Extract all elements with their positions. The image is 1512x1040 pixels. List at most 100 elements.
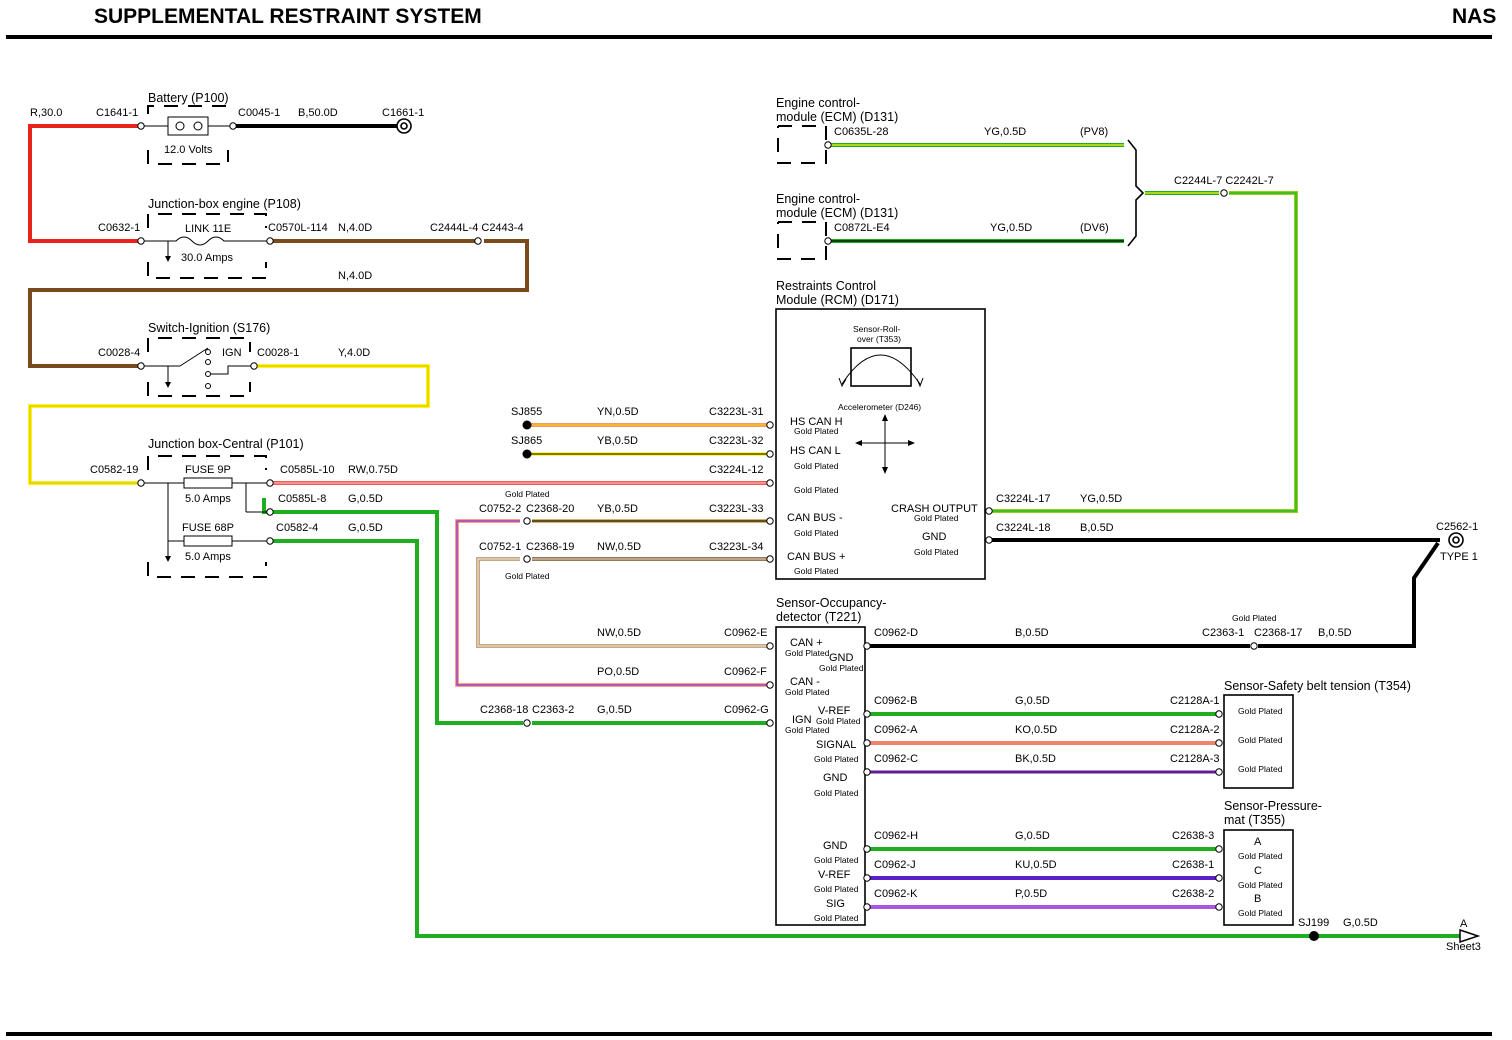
gold-plated-21: Gold Plated xyxy=(1238,706,1283,716)
pin-c3223l-34: C3223L-34 xyxy=(709,541,763,553)
splice-sj855-icon xyxy=(522,420,532,430)
gold-plated-3: Gold Plated xyxy=(794,485,839,495)
pin-c1641-1: C1641-1 xyxy=(96,107,138,119)
wire-label-yg-pv8: YG,0.5D xyxy=(984,126,1026,138)
terminal-20 xyxy=(766,555,774,563)
wire-label-g-g: G,0.5D xyxy=(597,704,632,716)
rcm-title-2: Module (RCM) (D171) xyxy=(776,293,899,307)
gold-plated-10: Gold Plated xyxy=(785,648,830,658)
terminal-14 xyxy=(1220,189,1228,197)
gold-plated-5: Gold Plated xyxy=(794,566,839,576)
wire-label-g-h: G,0.5D xyxy=(1015,830,1050,842)
pin-c3224l-17: C3224L-17 xyxy=(996,493,1050,505)
ecm1-frame xyxy=(777,125,827,164)
ignition-switch: Switch-Ignition (S176) IGN C0028-4 C0028… xyxy=(98,321,370,397)
pin-c0962-f: C0962-F xyxy=(724,666,767,678)
wire-green-sheet3 xyxy=(272,539,1460,938)
occ-signal: SIGNAL xyxy=(816,739,856,751)
terminal-5 xyxy=(250,362,258,370)
terminal-6 xyxy=(137,479,145,487)
terminal-35 xyxy=(1215,768,1223,776)
terminal-1 xyxy=(229,122,237,130)
gold-plated-22: Gold Plated xyxy=(1238,735,1283,745)
wire-label-nw-2: NW,0.5D xyxy=(597,627,641,639)
wire-label-g05-b: G,0.5D xyxy=(348,522,383,534)
pin-c0962-b: C0962-B xyxy=(874,695,917,707)
jb-engine-title: Junction-box engine (P108) xyxy=(148,197,301,211)
terminal-28 xyxy=(863,739,871,747)
tag-pv8: (PV8) xyxy=(1080,126,1108,138)
terminal-40 xyxy=(824,237,832,245)
terminal-7 xyxy=(266,479,274,487)
gold-plated-1: Gold Plated xyxy=(794,426,839,436)
jb-central-frame-top xyxy=(147,455,267,470)
terminal-33 xyxy=(1215,710,1223,718)
type-1-label: TYPE 1 xyxy=(1440,551,1478,563)
pin-c0962-a: C0962-A xyxy=(874,724,918,736)
pin-c0962-h: C0962-H xyxy=(874,830,918,842)
conn-c2368-17: C2368-17 xyxy=(1254,627,1302,639)
ground-eyelet-2-icon xyxy=(1448,532,1464,548)
wire-label-b-d2: B,0.5D xyxy=(1318,627,1352,639)
belt-title: Sensor-Safety belt tension (T354) xyxy=(1224,679,1411,693)
pin-c3223l-33: C3223L-33 xyxy=(709,503,763,515)
gold-plated-24: Gold Plated xyxy=(1238,851,1283,861)
page-title: SUPPLEMENTAL RESTRAINT SYSTEM xyxy=(94,5,482,28)
ecm-pv8: Engine control- module (ECM) (D131) C063… xyxy=(776,96,1108,164)
terminal-13 xyxy=(523,719,531,727)
gold-plated-18: Gold Plated xyxy=(814,884,859,894)
terminal-21 xyxy=(985,507,993,515)
wire-label-b-rcm: B,0.5D xyxy=(1080,522,1114,534)
gold-plated-11: Gold Plated xyxy=(819,663,864,673)
gold-plated-19: Gold Plated xyxy=(814,913,859,923)
terminal-4 xyxy=(137,362,145,370)
sheet-reference: SJ199 G,0.5D A Sheet3 xyxy=(1298,917,1481,953)
gold-plated-2: Gold Plated xyxy=(794,461,839,471)
ground-eyelet-2-inner-icon xyxy=(1452,536,1460,544)
pin-c3223l-31: C3223L-31 xyxy=(709,406,763,418)
rcm-module: Restraints Control Module (RCM) (D171) S… xyxy=(775,279,986,580)
ground-eyelet-icon xyxy=(396,118,412,134)
occ-sig: SIG xyxy=(826,898,845,910)
pin-c0872l-e4: C0872L-E4 xyxy=(834,222,890,234)
jb-central-tap-arrow-icon xyxy=(165,556,171,562)
pin-c3224l-18: C3224L-18 xyxy=(996,522,1050,534)
occ-can-plus: CAN + xyxy=(790,637,823,649)
pin-c2638-3: C2638-3 xyxy=(1172,830,1214,842)
wire-brown-2 xyxy=(28,239,529,368)
wire-label-g05-a: G,0.5D xyxy=(348,493,383,505)
wire-label-p: P,0.5D xyxy=(1015,888,1047,900)
pressure-pin-b: B xyxy=(1254,893,1261,905)
terminal-19 xyxy=(766,517,774,525)
terminal-37 xyxy=(1215,874,1223,882)
battery-voltage: 12.0 Volts xyxy=(164,144,213,156)
battery-frame-bottom xyxy=(147,150,229,165)
sheet-arrow-icon xyxy=(1459,928,1481,944)
wire-label-ko: KO,0.5D xyxy=(1015,724,1057,736)
rollover-arc-icon xyxy=(841,354,921,385)
wire-label-r30: R,30.0 xyxy=(30,107,62,119)
terminal-27 xyxy=(863,710,871,718)
battery-terminal-neg xyxy=(193,121,203,131)
terminal-17 xyxy=(766,450,774,458)
gold-plated-13: Gold Plated xyxy=(816,716,861,726)
pin-c2562-1: C2562-1 xyxy=(1436,521,1478,533)
accelerometer-label: Accelerometer (D246) xyxy=(838,402,921,412)
pin-c3223l-32: C3223L-32 xyxy=(709,435,763,447)
rollover-sensor-icon xyxy=(850,347,912,387)
rcm-left-labels: SJ855 YN,0.5D C3223L-31 SJ865 YB,0.5D C3… xyxy=(479,406,763,581)
junction-box-central: Junction box-Central (P101) FUSE 9P 5.0 … xyxy=(90,437,398,578)
wire-label-bk: BK,0.5D xyxy=(1015,753,1056,765)
terminal-2 xyxy=(137,237,145,245)
can-bus-plus-label: CAN BUS + xyxy=(787,551,845,563)
wire-label-y4: Y,4.0D xyxy=(338,347,370,359)
conn-c0752-2: C0752-2 xyxy=(479,503,521,515)
ignition-contact-3 xyxy=(205,371,211,377)
gold-plated-16: Gold Plated xyxy=(814,788,859,798)
ecm1-title-2: module (ECM) (D131) xyxy=(776,110,898,124)
wire-label-yn: YN,0.5D xyxy=(597,406,639,418)
ignition-title: Switch-Ignition (S176) xyxy=(148,321,270,335)
jb-central-title: Junction box-Central (P101) xyxy=(148,437,304,451)
sheet3-link[interactable]: Sheet3 xyxy=(1446,941,1481,953)
conn-c2444l-4: C2444L-4 C2443-4 xyxy=(430,222,524,234)
